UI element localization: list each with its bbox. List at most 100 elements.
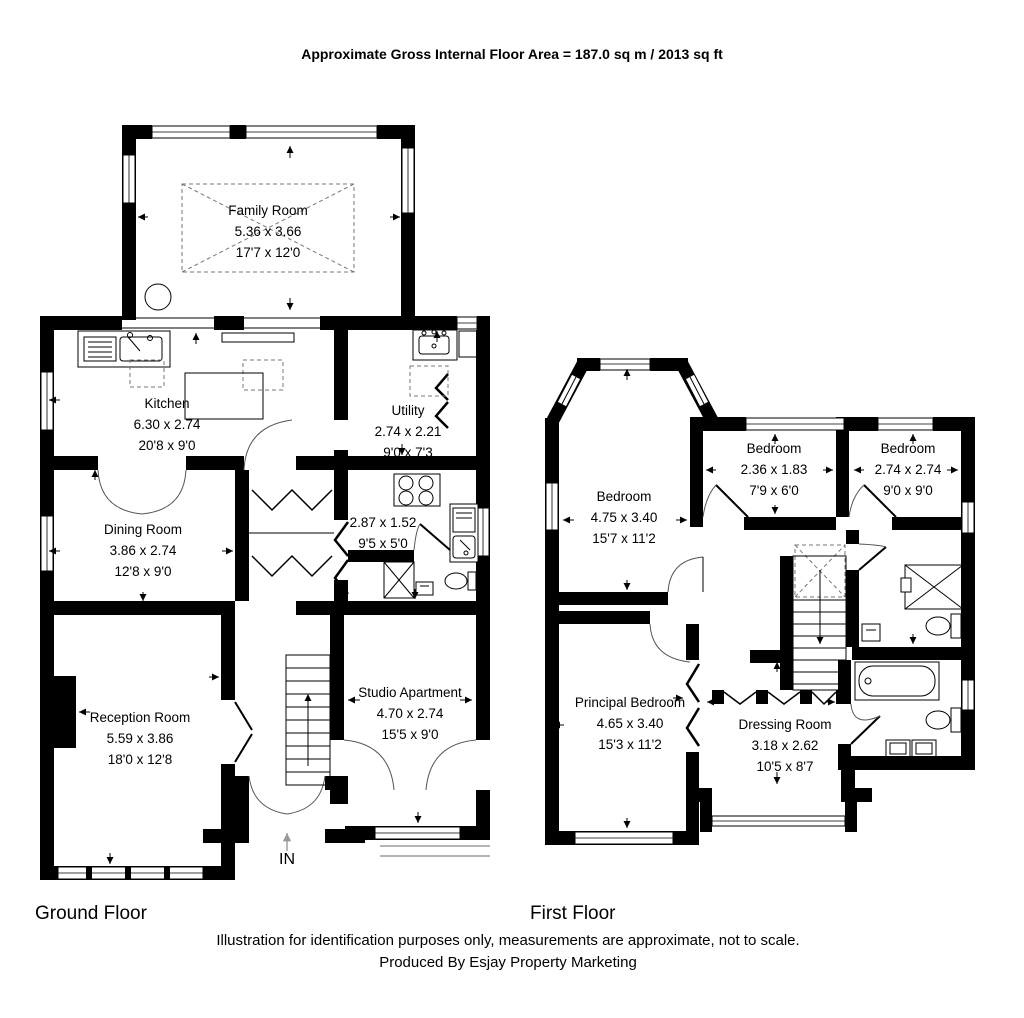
opening-break bbox=[685, 707, 701, 747]
window bbox=[961, 501, 975, 534]
room-label-principal-bedroom: Principal Bedroom 4.65 x 3.40 15'3 x 11'… bbox=[575, 692, 685, 755]
room-metric: 4.75 x 3.40 bbox=[590, 510, 658, 525]
first-arrows bbox=[553, 369, 958, 828]
room-metric: 4.65 x 3.40 bbox=[596, 716, 664, 731]
room-imperial: 10'5 x 8'7 bbox=[756, 759, 814, 774]
room-name: Bedroom bbox=[596, 489, 652, 504]
family-room-ceiling-box bbox=[181, 183, 355, 273]
room-label-bedroom-2: Bedroom 2.36 x 1.83 7'9 x 6'0 bbox=[741, 438, 808, 501]
ground-stairs-icon bbox=[285, 654, 331, 786]
room-name: Utility bbox=[391, 403, 425, 418]
wardrobe-icon bbox=[723, 691, 757, 705]
room-label-kitchen: Kitchen 6.30 x 2.74 20'8 x 9'0 bbox=[134, 393, 201, 456]
room-metric: 3.18 x 2.62 bbox=[751, 738, 819, 753]
window bbox=[374, 826, 461, 840]
room-name: Principal Bedroom bbox=[574, 695, 686, 710]
window bbox=[40, 371, 54, 431]
window bbox=[40, 515, 54, 572]
first-stairs-icon bbox=[792, 544, 847, 691]
room-label-utility: Utility 2.74 x 2.21 9'0 x 7'3 bbox=[375, 400, 442, 463]
basin-icon bbox=[861, 623, 881, 642]
room-imperial: 9'5 x 5'0 bbox=[358, 536, 408, 551]
room-label-bedroom-1: Bedroom 4.75 x 3.40 15'7 x 11'2 bbox=[591, 486, 658, 549]
studio-door-arc bbox=[343, 739, 395, 791]
ground-walls bbox=[40, 125, 490, 880]
room-name: Dining Room bbox=[103, 522, 183, 537]
window bbox=[401, 147, 415, 214]
entrance-door-arc bbox=[248, 775, 288, 815]
room-imperial: 7'9 x 6'0 bbox=[749, 483, 799, 498]
twin-basins-icon bbox=[885, 739, 937, 758]
room-imperial: 15'3 x 11'2 bbox=[598, 737, 662, 752]
window bbox=[245, 125, 378, 139]
kitchen-door-arc bbox=[243, 419, 293, 471]
page-title: Approximate Gross Internal Floor Area = … bbox=[301, 46, 723, 62]
window bbox=[711, 815, 846, 827]
window bbox=[961, 679, 975, 711]
shower-icon bbox=[383, 561, 415, 599]
first-floor-plan bbox=[545, 358, 975, 845]
entrance-door-arc bbox=[286, 775, 326, 815]
room-label-kitchenette: 2.87 x 1.52 9'5 x 5'0 bbox=[350, 512, 417, 554]
entrance-label: IN bbox=[279, 851, 295, 868]
window bbox=[745, 417, 845, 431]
appliance-space bbox=[409, 365, 449, 397]
room-label-family-room: Family Room 5.36 x 3.66 17'7 x 12'0 bbox=[228, 200, 308, 263]
toilet-icon bbox=[925, 613, 962, 639]
producer-text: Produced By Esjay Property Marketing bbox=[379, 954, 637, 971]
room-metric: 5.59 x 3.86 bbox=[106, 731, 174, 746]
dining-door-arc bbox=[97, 469, 143, 515]
room-metric: 2.74 x 2.74 bbox=[874, 462, 942, 477]
room-name: Family Room bbox=[228, 203, 308, 218]
room-imperial: 18'0 x 12'8 bbox=[107, 752, 173, 767]
opening-break bbox=[685, 663, 701, 703]
room-imperial: 17'7 x 12'0 bbox=[235, 245, 301, 260]
room-metric: 6.30 x 2.74 bbox=[133, 417, 201, 432]
first-floor-title: First Floor bbox=[530, 903, 616, 924]
room-imperial: 15'7 x 11'2 bbox=[592, 531, 656, 546]
room-name: Dressing Room bbox=[738, 717, 832, 732]
utility-door-fold bbox=[434, 401, 449, 429]
room-name: Bedroom bbox=[746, 441, 802, 456]
room-label-dressing-room: Dressing Room 3.18 x 2.62 10'5 x 8'7 bbox=[738, 714, 831, 777]
principal-door-arc bbox=[649, 623, 691, 663]
shower-icon bbox=[900, 564, 964, 610]
ground-arrows bbox=[49, 146, 472, 864]
kitchenette-sink-icon bbox=[449, 503, 479, 563]
room-label-bedroom-3: Bedroom 2.74 x 2.74 9'0 x 9'0 bbox=[875, 438, 942, 501]
window bbox=[476, 507, 490, 557]
room-label-studio-apartment: Studio Apartment 4.70 x 2.74 15'5 x 9'0 bbox=[358, 682, 462, 745]
room-label-dining-room: Dining Room 3.86 x 2.74 12'8 x 9'0 bbox=[104, 519, 182, 582]
bath-icon bbox=[854, 661, 940, 701]
room-metric: 2.87 x 1.52 bbox=[349, 515, 417, 530]
disclaimer-text: Illustration for identification purposes… bbox=[216, 932, 800, 949]
kitchen-sink-icon bbox=[77, 330, 171, 368]
utility-appliance bbox=[458, 330, 478, 358]
window bbox=[57, 866, 204, 880]
kitchen-island bbox=[184, 372, 264, 420]
hall-door-fold bbox=[333, 559, 350, 595]
toilet-icon bbox=[925, 707, 962, 733]
hob-icon bbox=[393, 473, 441, 507]
window bbox=[599, 358, 651, 371]
ground-doors bbox=[97, 373, 477, 815]
dining-door-arc bbox=[141, 469, 187, 515]
room-metric: 2.74 x 2.21 bbox=[374, 424, 442, 439]
first-fixtures bbox=[854, 564, 964, 758]
ground-floor-plan bbox=[40, 125, 490, 880]
room-imperial: 15'5 x 9'0 bbox=[381, 727, 439, 742]
room-name: Kitchen bbox=[144, 396, 190, 411]
room-metric: 5.36 x 3.66 bbox=[234, 224, 302, 239]
wardrobe-icon bbox=[767, 691, 801, 705]
studio-exterior-door-arc bbox=[425, 739, 477, 791]
room-name: Studio Apartment bbox=[358, 685, 462, 700]
room-imperial: 9'0 x 9'0 bbox=[883, 483, 933, 498]
room-metric: 3.86 x 2.74 bbox=[109, 543, 177, 558]
window bbox=[151, 125, 231, 139]
hall-door-fold bbox=[333, 521, 350, 557]
table-icon bbox=[144, 283, 172, 311]
toilet-icon bbox=[444, 571, 477, 591]
first-doors bbox=[649, 484, 897, 747]
